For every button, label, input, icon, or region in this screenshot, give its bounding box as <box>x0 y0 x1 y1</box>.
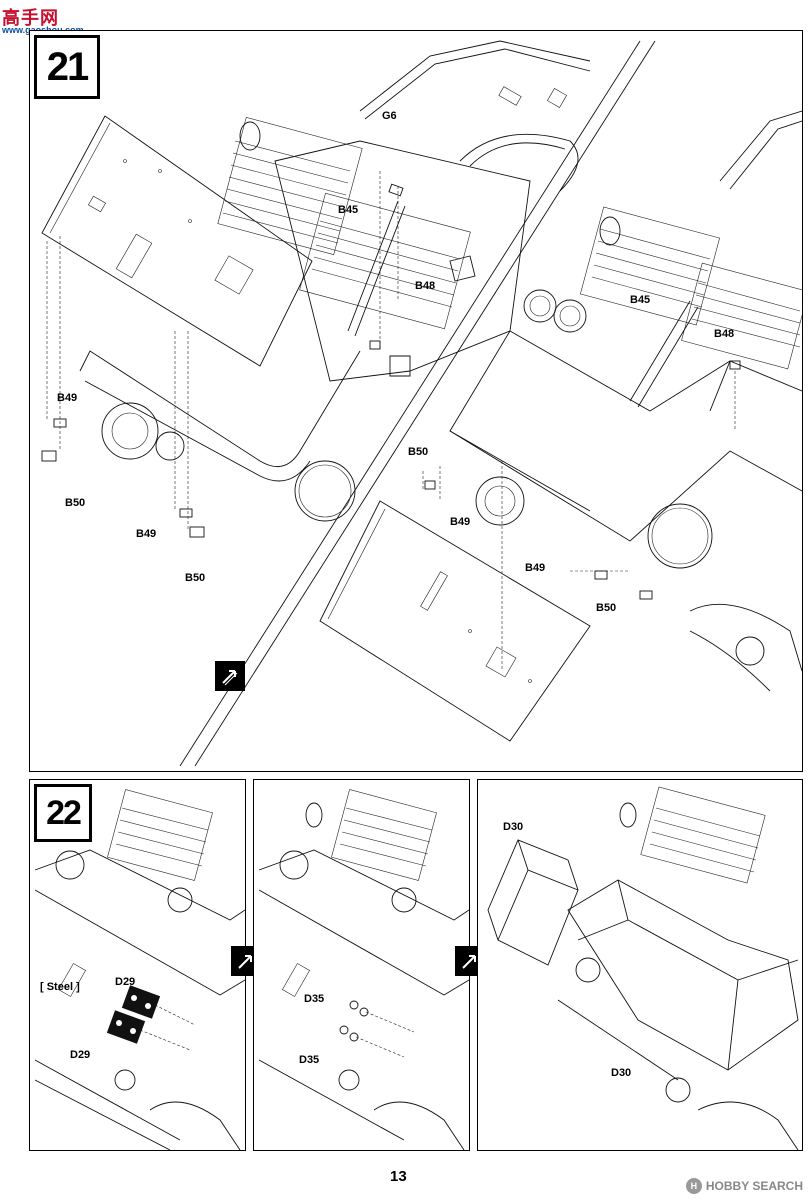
label-b48-left: B48 <box>415 280 435 292</box>
label-d35-bottom: D35 <box>299 1054 319 1066</box>
page-number: 13 <box>390 1168 407 1185</box>
label-b49-left-a: B49 <box>57 392 77 404</box>
label-b48-right: B48 <box>714 328 734 340</box>
label-b49-left-b: B49 <box>136 528 156 540</box>
watermark-text: HOBBY SEARCH <box>705 1179 803 1193</box>
label-d29-top: D29 <box>115 976 135 988</box>
step-21-number: 21 <box>34 35 100 99</box>
label-d30-bottom: D30 <box>611 1067 631 1079</box>
step-22-panel-c: D30 D30 <box>477 779 803 1151</box>
label-b49-right-a: B49 <box>450 516 470 528</box>
label-b45-left: B45 <box>338 204 358 216</box>
label-b50-right-a: B50 <box>408 446 428 458</box>
label-d35-top: D35 <box>304 993 324 1005</box>
label-b45-right: B45 <box>630 294 650 306</box>
label-steel: [ Steel ] <box>40 981 80 993</box>
label-g6: G6 <box>382 110 397 122</box>
label-b50-right-b: B50 <box>596 602 616 614</box>
label-b50-left-b: B50 <box>185 572 205 584</box>
step-22-drawing-a: D29 [ Steel ] D29 <box>34 789 245 1150</box>
site-logo-chars: 高手网 <box>2 8 59 29</box>
step-22-panel-b: D35 D35 <box>253 779 470 1151</box>
label-b50-left-a: B50 <box>65 497 85 509</box>
label-d30-top: D30 <box>503 821 523 833</box>
step-22-drawing-c: D30 D30 <box>487 786 799 1150</box>
rotate-view-icon <box>215 661 245 691</box>
watermark-badge-icon: H <box>685 1178 702 1194</box>
label-b49-right-b: B49 <box>525 562 545 574</box>
step-22-panel-a: 22 D29 [ Steel ] D29 <box>29 779 246 1151</box>
step-21-drawing: G6 B45 B48 B49 B50 B49 B50 B45 B48 B50 B… <box>41 40 802 767</box>
label-d29-bottom: D29 <box>70 1049 90 1061</box>
watermark: H HOBBY SEARCH <box>685 1178 803 1194</box>
step-22-number: 22 <box>34 784 92 842</box>
step-22-drawing-b: D35 D35 <box>258 789 469 1150</box>
step-21-panel: 21 <box>29 30 803 772</box>
